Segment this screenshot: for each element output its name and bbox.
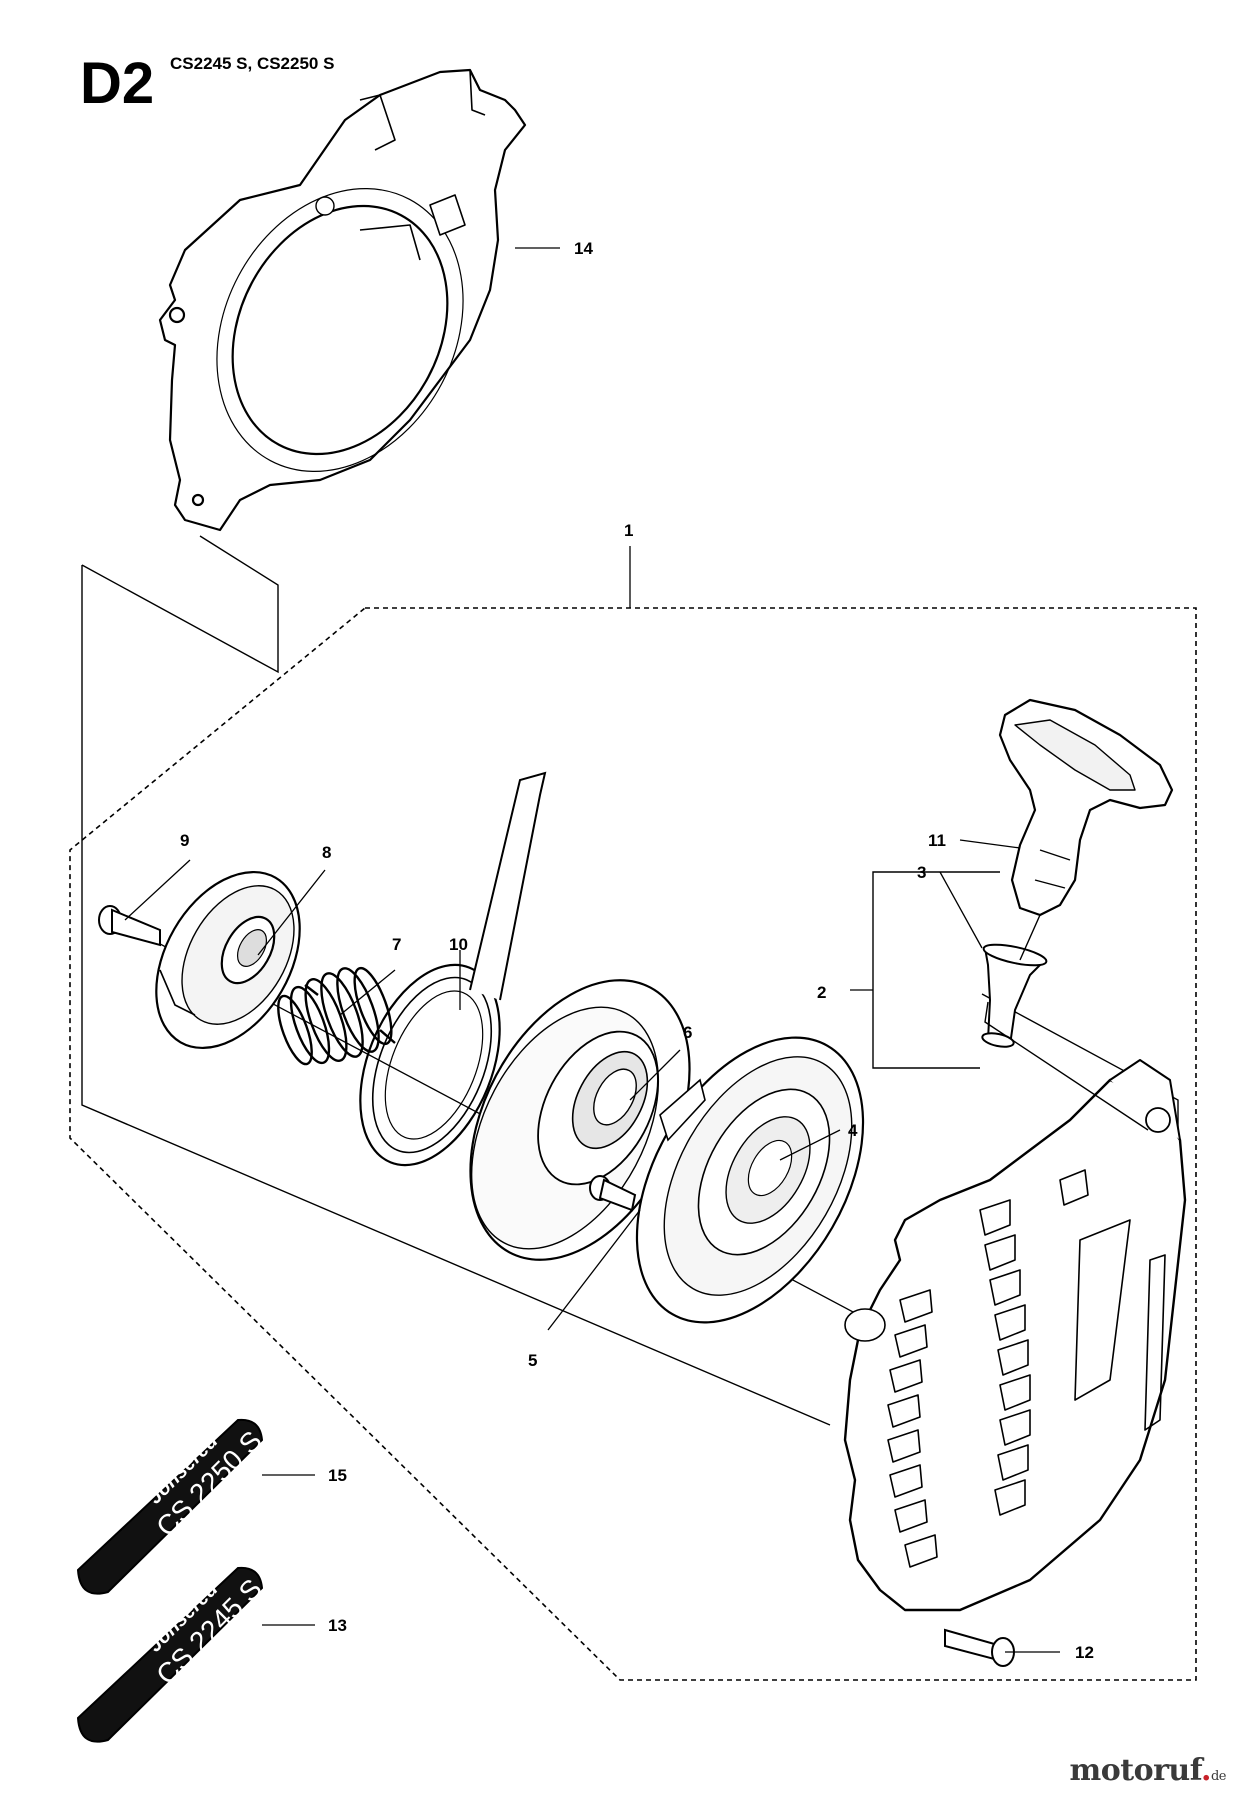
assembly-1-boundary: [69, 607, 1197, 1681]
callout-14: 14: [574, 239, 593, 258]
callout-12: 12: [1075, 1643, 1094, 1662]
callout-labels: 1 2 3 4 5 6 7 8 9 10 11 12 13 14 15: [180, 239, 1094, 1662]
part-11-starter-handle: [998, 698, 1174, 917]
part-3-rope-bushing: [981, 943, 1048, 1048]
watermark-name: motoruf: [1069, 1753, 1202, 1788]
watermark-logo: motoruf.de: [1069, 1753, 1226, 1788]
callout-5: 5: [528, 1351, 537, 1370]
part-14-fan-housing: [158, 68, 527, 532]
callout-13: 13: [328, 1616, 347, 1635]
starter-rope: [984, 914, 1149, 1131]
part-5-screw: [589, 1175, 637, 1212]
model-list: CS2245 S, CS2250 S: [170, 54, 335, 73]
callout-6: 6: [683, 1023, 692, 1042]
leader-lines: [124, 247, 1060, 1653]
section-code: D2: [80, 51, 155, 116]
callout-2: 2: [817, 983, 826, 1002]
watermark-dot-icon: .: [1201, 1753, 1211, 1788]
callout-1: 1: [624, 521, 633, 540]
watermark-tld: de: [1210, 1769, 1227, 1784]
callout-9: 9: [180, 831, 189, 850]
callout-7: 7: [392, 935, 401, 954]
part-15-decal-cs2250s: Jonsered CS 2250 S: [76, 1418, 268, 1595]
part-4-spring-cassette: [635, 1036, 865, 1324]
callout-10: 10: [449, 935, 468, 954]
part-2-starter-housing: [843, 1059, 1187, 1612]
part-9-bolt: [98, 905, 161, 947]
callout-8: 8: [322, 843, 331, 862]
callout-11: 11: [928, 831, 946, 850]
part-7-coil-spring: [277, 966, 396, 1066]
bracket-2: [872, 871, 1000, 1069]
callout-15: 15: [328, 1466, 347, 1485]
part-12-screw: [944, 1628, 1015, 1667]
part-8-pulley: [155, 870, 301, 1050]
callout-4: 4: [848, 1121, 858, 1140]
part-10-recoil-spring: [359, 771, 547, 1167]
callout-3: 3: [917, 863, 926, 882]
